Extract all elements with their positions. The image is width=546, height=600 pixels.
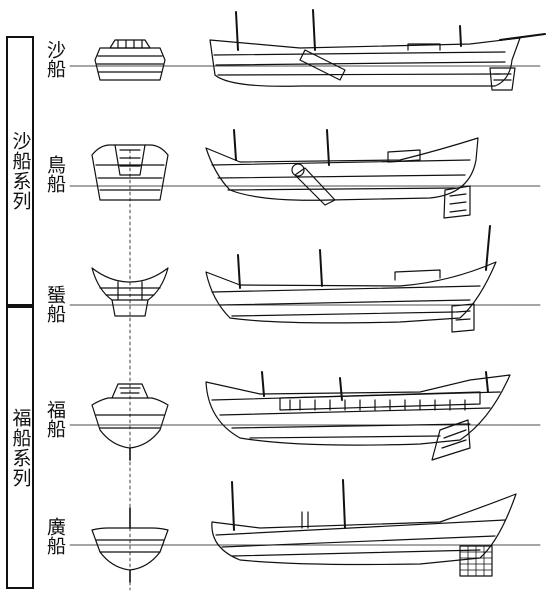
ship-name-danchuan: 蜑船 <box>44 285 66 323</box>
cross-section-fuchuan <box>91 383 169 461</box>
ship-name-shachuan: 沙船 <box>44 40 66 78</box>
ship-name-niaochuan: 鳥船 <box>44 155 66 193</box>
series-label-fu: 福船系列 <box>9 407 32 488</box>
cross-section-guangchuan <box>91 507 169 583</box>
ship-name-fuchuan: 福船 <box>44 400 66 438</box>
cross-section-shachuan <box>94 39 166 81</box>
series-label-sha: 沙船系列 <box>9 131 32 211</box>
side-view-niaochuan <box>205 129 479 219</box>
ship-row-fuchuan <box>69 371 541 461</box>
cross-section-danchuan <box>91 267 169 317</box>
side-view-fuchuan <box>205 371 511 461</box>
series-box-sha: 沙船系列 <box>6 36 34 306</box>
ship-row-niaochuan <box>69 129 541 219</box>
side-view-shachuan <box>209 9 546 91</box>
ship-row-danchuan <box>69 225 541 333</box>
ship-row-shachuan <box>69 9 546 91</box>
cross-section-niaochuan <box>91 144 169 201</box>
side-view-guangchuan <box>211 479 517 577</box>
ship-name-guangchuan: 廣船 <box>44 517 66 555</box>
series-box-fu: 福船系列 <box>6 306 34 589</box>
ship-row-guangchuan <box>69 479 541 583</box>
side-view-danchuan <box>205 225 497 333</box>
